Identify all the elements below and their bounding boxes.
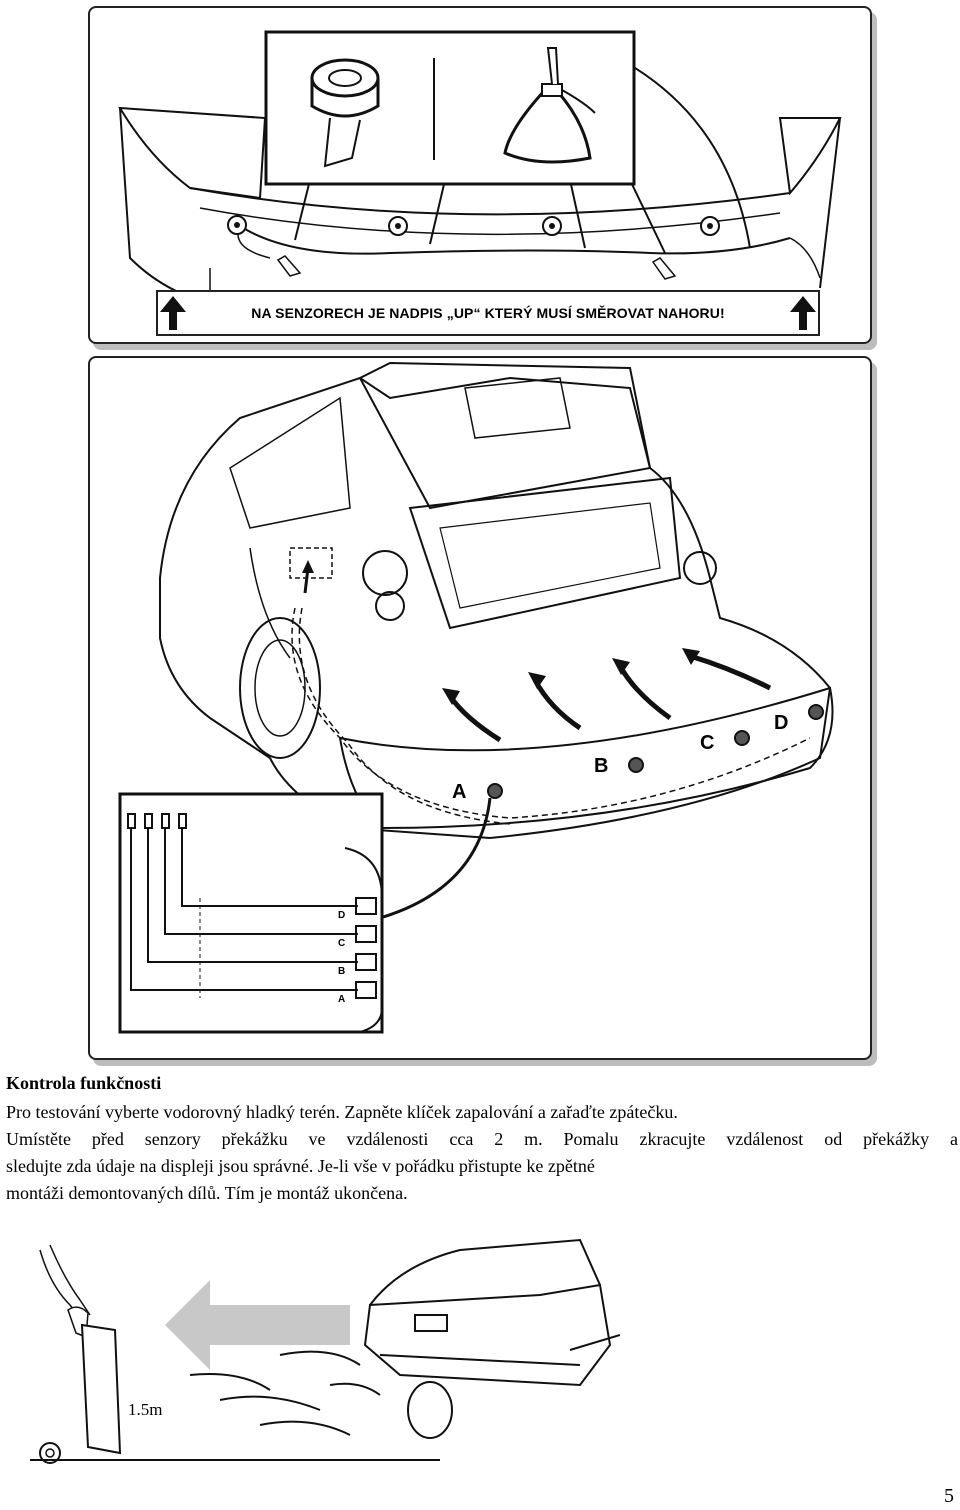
bumper-sensor-2 <box>388 216 408 236</box>
direction-arrows <box>442 648 772 743</box>
body-line-1: Pro testování vyberte vodorovný hladký t… <box>6 1102 678 1122</box>
wiring-diagram <box>127 813 377 999</box>
sensor-c <box>734 730 750 746</box>
wiring-label-a: A <box>338 994 345 1005</box>
body-line-4: montáži demontovaných dílů. Tím je montá… <box>6 1183 408 1203</box>
car-rear-small <box>363 1238 620 1439</box>
arrow-up-icon <box>160 296 186 330</box>
car-rear-panel: A B C D D C B A <box>88 356 872 1060</box>
car-rear-illustration: A B C D D C B A <box>118 361 834 1034</box>
body-line-3: sledujte zda údaje na displeji jsou sprá… <box>6 1156 595 1176</box>
adhesive-tape-icon <box>310 58 380 168</box>
sensor-label-b: B <box>594 755 608 777</box>
sensor-label-c: C <box>700 732 714 754</box>
notice-text: NA SENZORECH JE NADPIS „UP“ KTERÝ MUSÍ S… <box>251 305 725 321</box>
obstacle-test-illustration: 1.5m <box>30 1238 620 1464</box>
wiring-label-c: C <box>338 938 345 949</box>
bumper-sensor-4 <box>700 216 720 236</box>
sensor-a <box>487 783 503 799</box>
sensor-b <box>628 757 644 773</box>
sensor-orientation-notice: NA SENZORECH JE NADPIS „UP“ KTERÝ MUSÍ S… <box>156 290 820 336</box>
section-title: Kontrola funkčnosti <box>6 1073 162 1093</box>
sensor-label-a: A <box>452 781 466 803</box>
distance-label: 1.5m <box>128 1400 162 1419</box>
wiring-label-b: B <box>338 966 345 977</box>
arrow-up-icon <box>790 296 816 330</box>
body-line-2: Umístěte před senzory překážku ve vzdále… <box>6 1129 958 1149</box>
wiring-label-d: D <box>338 910 345 921</box>
bumper-sensor-3 <box>542 216 562 236</box>
arrow-left-icon <box>165 1280 350 1370</box>
bumper-sensors-illustration <box>118 30 842 309</box>
bumper-installation-panel: NA SENZORECH JE NADPIS „UP“ KTERÝ MUSÍ S… <box>88 6 872 344</box>
body-text: Pro testování vyberte vodorovný hladký t… <box>6 1099 958 1207</box>
sensor-label-d: D <box>774 712 788 734</box>
cable-tie-icon <box>503 47 596 164</box>
page-number: 5 <box>944 1485 954 1507</box>
bumper-sensor-1 <box>227 215 247 235</box>
sensor-d <box>808 704 824 720</box>
